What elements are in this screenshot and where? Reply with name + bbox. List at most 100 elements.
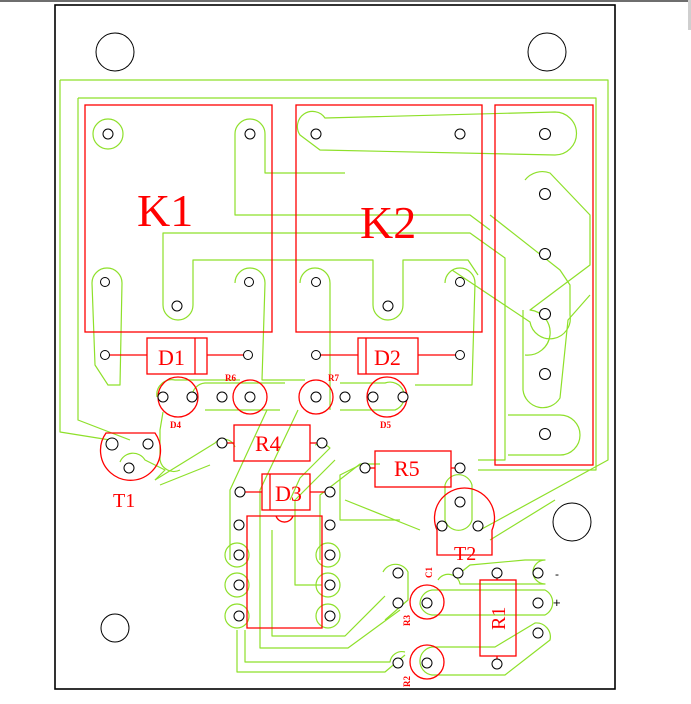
diode-d2-body [357, 337, 419, 375]
ic-notch [275, 515, 294, 523]
label-k2: K2 [360, 197, 416, 248]
drill-hole [397, 391, 409, 403]
drill-hole [234, 486, 246, 498]
trace [159, 464, 211, 486]
label-d2: D2 [374, 345, 401, 370]
drill-hole [102, 128, 114, 140]
drill-hole [186, 391, 198, 403]
ic-socket-outline [246, 515, 323, 629]
label-d4: D4 [170, 420, 181, 430]
drill-hole [216, 391, 228, 403]
label-d5: D5 [380, 420, 391, 430]
drill-hole [324, 519, 336, 531]
trace [294, 459, 336, 586]
trace [234, 174, 491, 231]
trace [489, 499, 556, 541]
mounting-hole [527, 32, 567, 72]
drill-hole [311, 277, 321, 287]
trace [508, 414, 581, 456]
drill-hole [100, 350, 110, 360]
resistor-r1-body [479, 579, 517, 657]
trace [60, 79, 609, 531]
drill-hole [171, 300, 183, 312]
drill-hole [455, 350, 465, 360]
drill-hole [454, 462, 466, 474]
drill-hole [436, 520, 448, 532]
drill-hole [421, 597, 433, 609]
trace [296, 110, 578, 156]
transistor-t1-outline [99, 432, 162, 481]
component-labels: K1 K2 D1 D2 D3 D4 D5 R4 R5 R6 R7 T1 T2 R… [113, 185, 561, 687]
label-negative: - [555, 567, 559, 581]
drill-hole [233, 519, 245, 531]
resistor-r7-outline [298, 379, 334, 415]
label-k1: K1 [137, 185, 193, 236]
trace [162, 232, 506, 461]
drill-hole [233, 610, 245, 622]
pad-ring [224, 603, 250, 629]
trace [419, 589, 554, 616]
trace [234, 267, 305, 381]
trace [156, 379, 240, 398]
drill-hole [310, 391, 322, 403]
drill-hole [455, 277, 465, 287]
drill-hole [532, 597, 544, 609]
label-r7: R7 [328, 373, 339, 383]
label-t2: T2 [454, 543, 476, 565]
drill-hole [454, 128, 466, 140]
resistor-r5-body [374, 450, 452, 488]
board-outline [54, 4, 616, 690]
trace [59, 80, 111, 441]
drill-hole [382, 300, 394, 312]
drill-hole [532, 567, 544, 579]
drill-hole [316, 437, 328, 449]
resistor-r6-outline [232, 379, 268, 415]
transistor-t2-outline [433, 487, 496, 556]
trace [259, 409, 299, 530]
drill-hole [244, 277, 254, 287]
trace [159, 411, 181, 473]
drill-hole [454, 496, 466, 508]
pad-ring [315, 572, 341, 598]
pad-ring [315, 603, 341, 629]
pad-ring [315, 542, 341, 568]
drill-hole [539, 188, 551, 200]
trace [244, 630, 406, 663]
drill-hole [324, 486, 336, 498]
trace [229, 409, 268, 560]
drill-hole [532, 627, 544, 639]
drill-hole [311, 350, 321, 360]
drill-hole [157, 391, 169, 403]
trace [91, 267, 123, 386]
label-r3: R3 [402, 615, 412, 626]
drill-hole [359, 462, 371, 474]
trace [119, 452, 166, 481]
label-r2: R2 [402, 676, 412, 687]
trace [259, 530, 401, 649]
drill-hole [539, 308, 551, 320]
drill-hole [324, 610, 336, 622]
drill-hole [392, 597, 404, 609]
trace [271, 530, 386, 637]
drill-hole [233, 579, 245, 591]
trace [78, 97, 597, 471]
label-positive: + [553, 595, 561, 610]
drill-hole [539, 428, 551, 440]
trace [415, 267, 476, 386]
trace [339, 464, 400, 521]
drill-hole [123, 462, 135, 474]
trace [382, 563, 409, 621]
drill-hole [310, 128, 322, 140]
trace [437, 559, 546, 585]
trace [451, 214, 571, 340]
label-d3: D3 [275, 481, 302, 506]
label-r6: R6 [225, 373, 236, 383]
silkscreen [84, 104, 594, 680]
trace [524, 171, 591, 356]
drill-hole [452, 567, 464, 579]
label-d1: D1 [158, 345, 185, 370]
trace [77, 98, 131, 441]
label-r1: R1 [488, 607, 510, 630]
trace [419, 622, 551, 676]
